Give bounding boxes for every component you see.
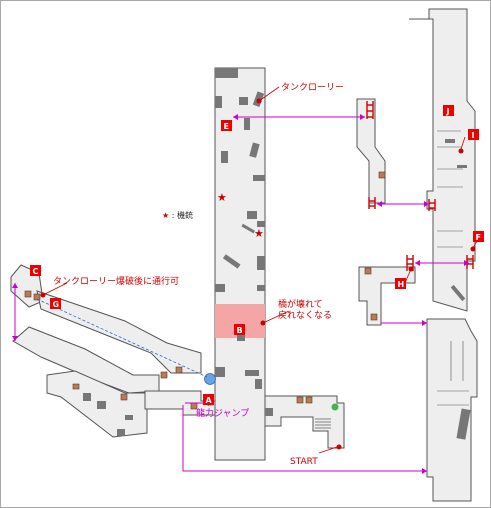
machine-gun-legend: ★ : 機銃 bbox=[162, 210, 193, 220]
jump-point-icon bbox=[204, 373, 216, 385]
east-tower bbox=[409, 8, 478, 502]
marker-a[interactable]: A bbox=[203, 394, 214, 405]
legend-star-icon: ★ bbox=[162, 211, 169, 220]
marker-h[interactable]: H bbox=[395, 278, 406, 289]
bridge-broken-label-2: 戻れなくなる bbox=[278, 309, 332, 321]
marker-c[interactable]: C bbox=[30, 265, 41, 276]
tanker-blast-label: タンクローリー爆破後に通行可 bbox=[53, 275, 179, 287]
svg-text:H: H bbox=[398, 280, 405, 289]
central-corridor: ★ ★ bbox=[214, 67, 266, 461]
west-complex bbox=[10, 264, 216, 438]
svg-text:A: A bbox=[206, 396, 213, 405]
svg-text:C: C bbox=[33, 267, 39, 276]
machine-gun-icon: ★ bbox=[217, 191, 227, 204]
route-lines bbox=[12, 114, 469, 474]
start-point-marker bbox=[331, 403, 339, 411]
letter-markers: A B C E F G H I bbox=[30, 105, 484, 405]
svg-text:J: J bbox=[446, 107, 450, 116]
svg-text:G: G bbox=[53, 300, 60, 309]
tanker-label: タンクローリー bbox=[281, 82, 344, 93]
start-room bbox=[264, 395, 345, 450]
marker-g[interactable]: G bbox=[50, 298, 61, 309]
bridge-broken-label-1: 橋が壊れて bbox=[278, 298, 323, 310]
marker-e[interactable]: E bbox=[221, 120, 232, 131]
marker-j[interactable]: J bbox=[443, 105, 454, 116]
marker-i[interactable]: I bbox=[468, 129, 479, 140]
svg-text:B: B bbox=[237, 326, 243, 335]
svg-text:F: F bbox=[476, 233, 481, 242]
marker-f[interactable]: F bbox=[473, 231, 484, 242]
middle-room bbox=[358, 255, 416, 326]
north-room bbox=[356, 98, 386, 209]
machine-gun-icon: ★ bbox=[254, 227, 264, 240]
start-label: START bbox=[290, 457, 318, 467]
ryoku-jump-label: 龍力ジャンプ bbox=[196, 407, 249, 419]
svg-text:I: I bbox=[472, 131, 475, 140]
svg-text:E: E bbox=[224, 122, 229, 131]
marker-b[interactable]: B bbox=[234, 324, 245, 335]
